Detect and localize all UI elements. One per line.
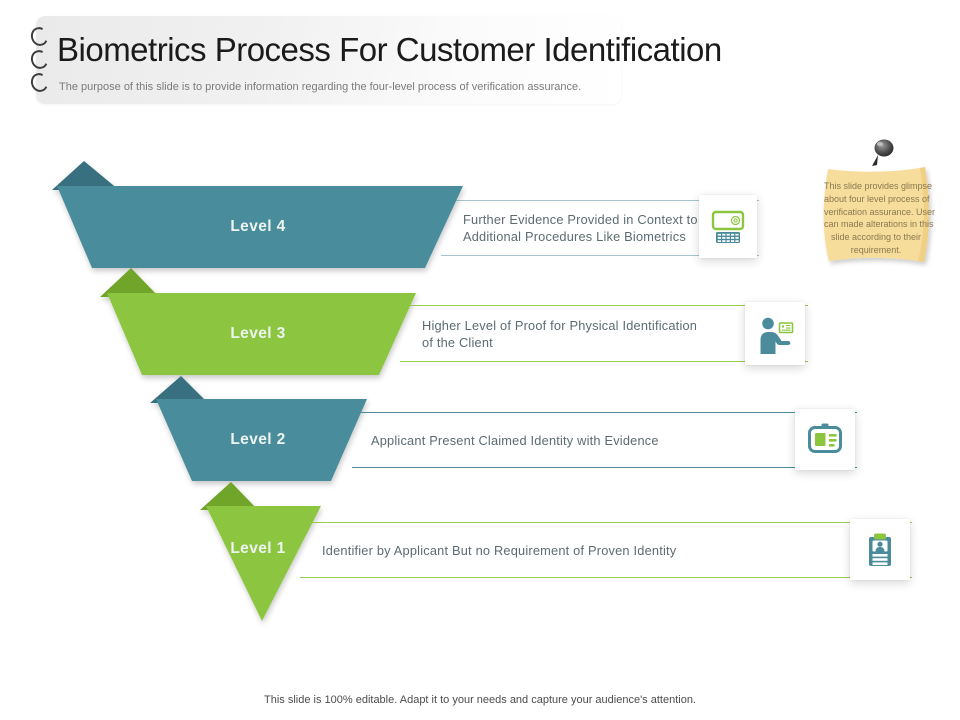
level-4-description-line: Further Evidence Provided in Context to bbox=[463, 212, 698, 227]
funnel-level-2-fold bbox=[150, 376, 208, 403]
level-4-icon-card bbox=[699, 195, 757, 258]
level-3-description: Higher Level of Proof for Physical Ident… bbox=[422, 317, 697, 351]
level-2-description-row: Applicant Present Claimed Identity with … bbox=[352, 412, 857, 468]
level-1-description: Identifier by Applicant But no Requireme… bbox=[322, 542, 676, 559]
sticky-note-line: verification assurance. User bbox=[824, 206, 936, 217]
level-2-description: Applicant Present Claimed Identity with … bbox=[371, 432, 659, 449]
funnel-level-3-shape bbox=[107, 293, 416, 375]
biometric-device-icon bbox=[711, 210, 745, 243]
slide-title: Biometrics Process For Customer Identifi… bbox=[57, 31, 722, 68]
funnel-level-1-fold bbox=[200, 482, 258, 510]
level-3-description-line: of the Client bbox=[422, 334, 493, 350]
person-id-card-icon bbox=[760, 317, 794, 354]
sticky-note-line: requirement. bbox=[850, 244, 902, 255]
level-4-description-line: Additional Procedures Like Biometrics bbox=[463, 229, 686, 244]
level-2-label: Level 2 bbox=[230, 431, 286, 448]
push-pin-needle bbox=[872, 155, 878, 166]
level-3-description-line: Higher Level of Proof for Physical Ident… bbox=[422, 317, 698, 333]
sticky-note-line: can made alterations in this bbox=[824, 219, 934, 230]
funnel-level-4-shape bbox=[57, 186, 463, 268]
footer-note: This slide is 100% editable. Adapt it to… bbox=[264, 694, 696, 706]
sticky-note-line: about four level process of bbox=[824, 193, 930, 204]
funnel-level-4-fold bbox=[52, 161, 119, 190]
level-1-icon-card bbox=[850, 519, 910, 580]
level-2-description-line: Applicant Present Claimed Identity with … bbox=[371, 432, 659, 448]
level-4-description: Further Evidence Provided in Context to … bbox=[463, 211, 698, 245]
title-backdrop bbox=[36, 16, 621, 104]
level-3-label: Level 3 bbox=[230, 325, 286, 342]
funnel-level-2-shape bbox=[156, 399, 367, 481]
sticky-note bbox=[823, 139, 929, 262]
level-1-description-line: Identifier by Applicant But no Requireme… bbox=[322, 542, 677, 558]
level-1-description-row: Identifier by Applicant But no Requireme… bbox=[300, 522, 912, 578]
funnel-level-1-shape bbox=[206, 506, 321, 621]
level-2-icon-card bbox=[795, 409, 855, 470]
sticky-note-line: slide according to their bbox=[830, 232, 922, 243]
level-4-label: Level 4 bbox=[230, 218, 286, 235]
level-4-description-row: Further Evidence Provided in Context to … bbox=[441, 200, 759, 256]
level-3-icon-card bbox=[745, 302, 805, 365]
sticky-note-paper bbox=[823, 167, 929, 262]
sticky-note-line: This slide provides glimpse bbox=[824, 181, 933, 191]
level-1-label: Level 1 bbox=[230, 540, 286, 557]
clipboard-person-icon bbox=[869, 533, 891, 566]
slide-subtitle: The purpose of this slide is to provide … bbox=[59, 81, 582, 93]
id-badge-icon bbox=[808, 423, 842, 453]
sticky-note-text: This slide provides glimpse about four l… bbox=[824, 180, 936, 257]
push-pin-icon bbox=[874, 139, 894, 157]
level-3-description-row: Higher Level of Proof for Physical Ident… bbox=[400, 305, 808, 362]
funnel-level-3-fold bbox=[100, 268, 159, 297]
